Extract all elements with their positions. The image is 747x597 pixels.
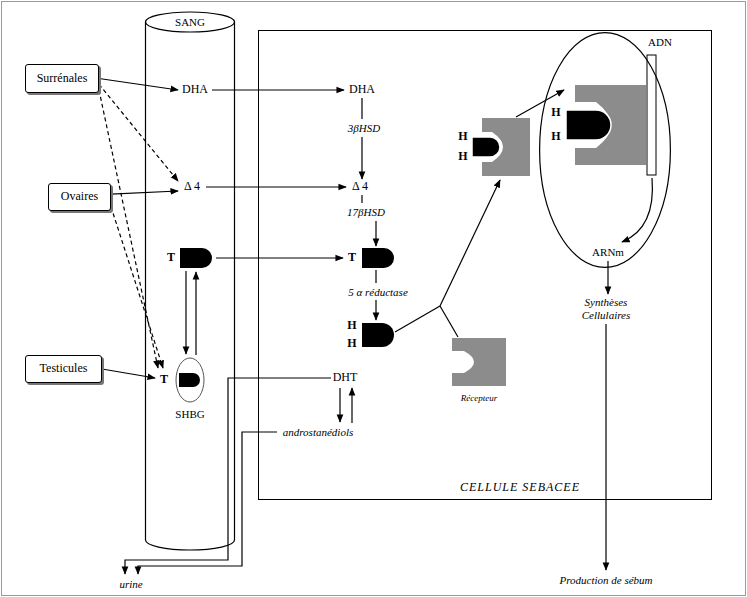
diagram-label: Récepteur [461,393,497,403]
shbg-protein [176,358,204,402]
nucleus-outline [539,32,671,268]
text-label: Ovaires [61,190,98,204]
hormone-symbol [180,248,212,268]
diagram-label: urine [119,578,142,591]
hormone-symbol [362,323,394,347]
text-label: ARNm [592,246,624,259]
arrow-line [440,306,458,337]
connector-layer [99,79,178,379]
diagram-label: H [347,337,356,351]
connector [99,90,158,368]
arrow [339,388,340,422]
reaction-line [375,270,376,283]
diagram-label: Production de sébum [559,574,652,587]
arrow [138,432,277,574]
diagram-label: T [348,251,356,265]
text-label: Testicules [40,362,88,376]
diagram-label: 3βHSD [348,122,380,135]
connector [99,79,178,91]
diagram-label: DHA [182,83,208,97]
diagram-label: H [551,130,560,144]
diagram-label: Δ 4 [352,180,368,194]
arrow [195,272,196,355]
hormone-symbol [566,110,611,140]
arrow [375,221,376,246]
reaction-line [361,195,362,203]
arrow [185,271,186,354]
arrow [622,178,652,242]
arrow-line [395,306,440,332]
arrow [351,388,352,423]
diagram-label: T [167,251,175,265]
vessel-outline [146,22,235,550]
diagram-label: DHA [349,83,375,97]
diagram-label: H [458,130,467,144]
arrow [375,300,376,320]
diagram-label: H [551,106,560,120]
diagram-label: androstanédiols [283,426,354,439]
text-label: SANG [175,16,205,29]
connector [111,191,178,194]
hormone-symbol [472,137,500,157]
diagram-label: T [160,373,168,387]
diagram-label: DHT [333,371,358,385]
diagram-label: SHBG [175,408,204,421]
gland-box: Surrénales [25,64,99,93]
arrow [440,180,500,306]
arrow [125,378,331,574]
connector [99,84,178,181]
arrow [605,324,606,570]
diagram-label: H [458,150,467,164]
vessel-outline [146,12,235,32]
cell-nucleus: ADN ARNm [539,32,671,268]
arrow [361,137,362,179]
text-label: Surrénales [37,72,88,86]
connector [111,207,163,368]
gland-box: Ovaires [48,183,111,211]
text-label: ADN [648,36,672,49]
nucleus-outline [540,33,671,268]
diagram-label: 17βHSD [347,206,385,219]
diagram-label: Δ 4 [184,180,200,194]
diagram-label: 5 α réductase [348,286,408,299]
connector [102,369,155,378]
diagram-label: Synthèses Cellulaires [566,296,646,321]
arrow [206,186,346,187]
hormone-symbol [179,373,200,387]
reaction-line [361,98,362,119]
diagram-label: H [347,319,356,333]
text-label: CELLULE SEBACEE [460,481,580,495]
gland-box: Testicules [25,355,102,383]
receptor-symbol [452,338,506,386]
arrow [212,89,344,90]
hormone-symbol [362,248,394,268]
arrow [607,261,608,294]
